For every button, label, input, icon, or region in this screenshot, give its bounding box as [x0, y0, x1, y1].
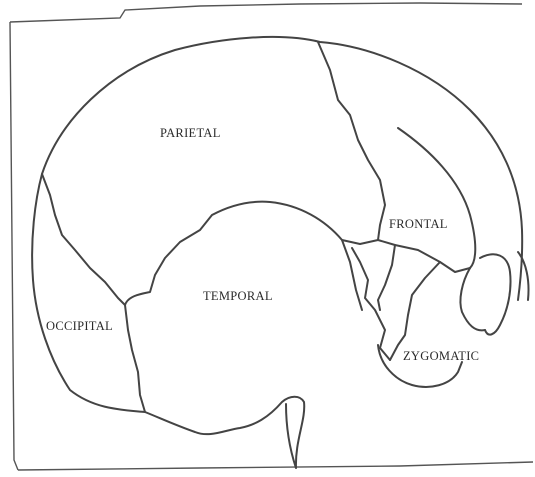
sphenofrontal-suture: [342, 240, 470, 272]
orbit-rim: [398, 128, 475, 268]
label-zygomatic: ZYGOMATIC: [403, 349, 479, 363]
zygomatic-arch: [460, 268, 485, 330]
label-frontal: FRONTAL: [389, 217, 448, 231]
skull-outline: [32, 37, 522, 468]
lambdoid-suture: [42, 174, 125, 305]
page-frame: [10, 3, 533, 470]
occipitomastoid-suture: [125, 305, 145, 412]
frame-bottom-edge: [18, 462, 533, 470]
label-parietal: PARIETAL: [160, 126, 221, 140]
frame-left-edge: [10, 22, 18, 470]
maxilla-edge: [480, 254, 511, 334]
zygomatic-top-edge: [390, 262, 440, 360]
sphenoid-boundary: [352, 248, 390, 360]
sphenozygomatic-suture: [378, 245, 395, 310]
label-occipital: OCCIPITAL: [46, 319, 113, 333]
frame-top-edge: [10, 3, 522, 22]
coronal-suture: [318, 42, 385, 240]
label-temporal: TEMPORAL: [203, 289, 273, 303]
